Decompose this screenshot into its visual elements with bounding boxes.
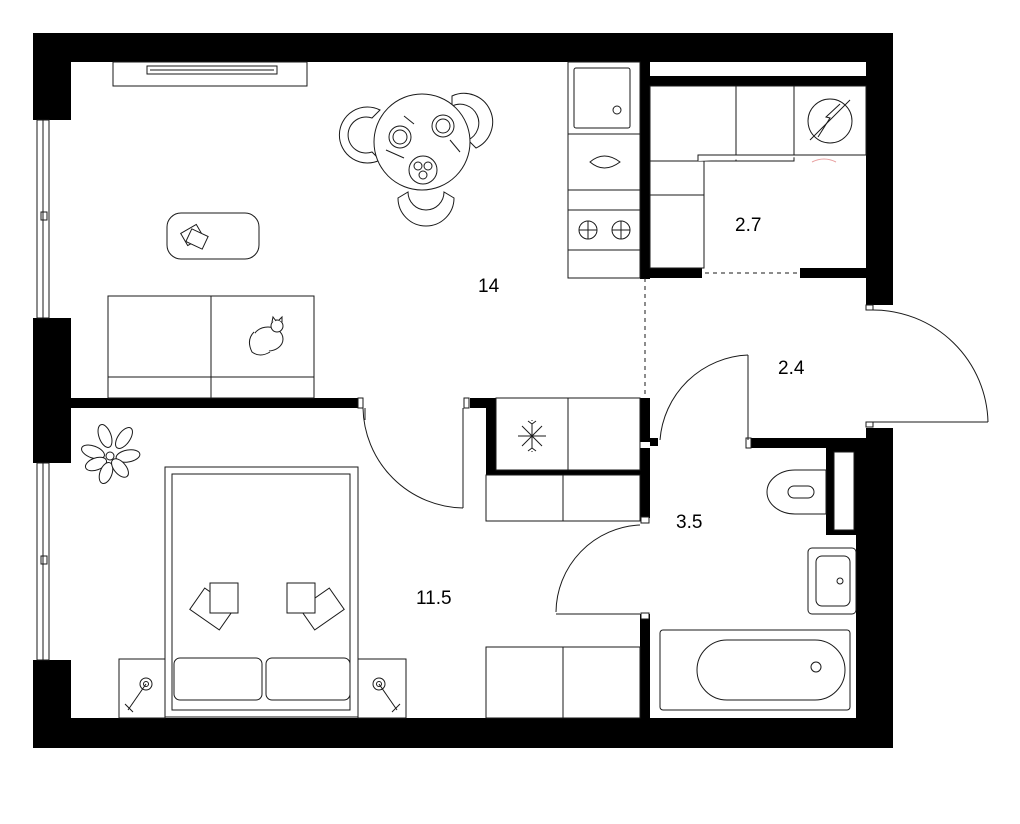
toilet-icon bbox=[766, 469, 827, 515]
tv-icon bbox=[112, 61, 308, 87]
living-kitchen-area-label: 14 bbox=[478, 276, 500, 297]
door-icon[interactable] bbox=[868, 309, 989, 423]
door-icon[interactable] bbox=[362, 407, 464, 509]
sink-icon bbox=[567, 61, 641, 135]
coffee-table-icon bbox=[166, 212, 260, 260]
cat-icon bbox=[248, 315, 284, 356]
sofa-icon bbox=[107, 295, 315, 399]
dining-table-icon bbox=[338, 92, 494, 227]
fridge-icon bbox=[495, 397, 641, 471]
pillow-icon bbox=[286, 582, 345, 631]
washbasin-icon bbox=[807, 547, 857, 615]
storage-area-label: 2.7 bbox=[735, 215, 762, 236]
bathroom-area-label: 3.5 bbox=[676, 512, 703, 533]
door-icon[interactable] bbox=[555, 524, 641, 615]
wardrobe bbox=[485, 474, 641, 522]
kitchen-counter bbox=[567, 133, 641, 191]
window-icon bbox=[36, 119, 50, 319]
accent-arc bbox=[811, 158, 837, 163]
door-icon[interactable] bbox=[659, 354, 749, 441]
pillow-icon bbox=[189, 582, 239, 631]
zone-divider bbox=[644, 272, 800, 398]
toilet-installation bbox=[833, 451, 855, 531]
nightstand-lamp-icon bbox=[357, 658, 407, 719]
wardrobe bbox=[485, 646, 641, 719]
books-icon bbox=[180, 223, 209, 250]
stove-icon bbox=[567, 189, 641, 279]
nightstand-lamp-icon bbox=[118, 658, 166, 719]
hallway-area-label: 2.4 bbox=[778, 358, 805, 379]
electric-panel-icon bbox=[793, 85, 867, 156]
bedroom-area-label: 11.5 bbox=[416, 588, 452, 609]
window-icon bbox=[36, 462, 50, 661]
bathtub-icon bbox=[659, 629, 851, 711]
storage-shelves bbox=[649, 85, 854, 269]
outer-walls bbox=[33, 33, 893, 748]
plant-icon bbox=[81, 424, 141, 485]
bed-icon bbox=[164, 466, 359, 718]
